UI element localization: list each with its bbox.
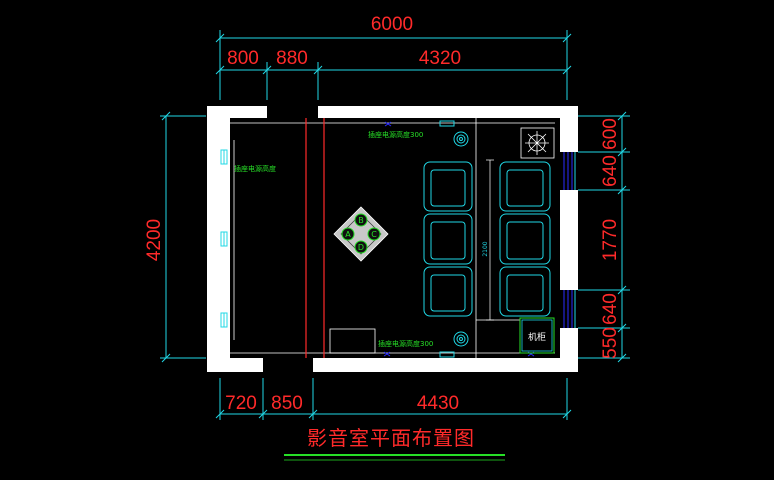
speaker-a-icon xyxy=(341,227,355,241)
note-socket-bottom: 插座电源高度300 xyxy=(378,339,433,348)
right-dimension-group: 600 640 1770 640 550 xyxy=(578,111,630,363)
dim-top-seg-2: 880 xyxy=(276,48,308,69)
dim-left-total: 4200 xyxy=(144,219,165,261)
left-dimension-group: 4200 xyxy=(144,111,206,363)
dim-bottom-seg-1: 720 xyxy=(225,393,257,414)
cabinet-label: 机柜 xyxy=(528,331,546,343)
seat-row-dimension: 2100 xyxy=(482,159,494,321)
seat-row-right xyxy=(499,161,551,317)
note-socket-left: 插座电源高度 xyxy=(234,164,276,173)
dim-right-seg-5: 550 xyxy=(600,327,621,359)
seat-row-left xyxy=(423,161,473,317)
seat-icon xyxy=(423,213,473,265)
plant-icon xyxy=(520,127,555,159)
dim-top-seg-3: 4320 xyxy=(419,48,461,69)
dim-right-seg-4: 640 xyxy=(600,293,621,325)
top-dimension-group: 6000 800 880 4320 xyxy=(215,14,572,100)
stage-box xyxy=(329,328,376,354)
speaker-c-icon xyxy=(367,227,381,241)
speaker-top-icon xyxy=(453,131,469,147)
speaker-c-label: C xyxy=(371,230,377,239)
dim-top-seg-1: 800 xyxy=(227,48,259,69)
window-openings xyxy=(562,152,576,328)
dim-bottom-seg-2: 850 xyxy=(271,393,303,414)
room-walls xyxy=(207,106,578,372)
seat-icon xyxy=(423,161,473,212)
bottom-dimension-group: 720 850 4430 xyxy=(215,378,572,420)
dim-right-seg-3: 1770 xyxy=(600,219,621,261)
left-wall-outlets xyxy=(220,149,228,328)
drawing-title: 影音室平面布置图 xyxy=(307,426,475,450)
speaker-d-icon xyxy=(354,240,368,254)
dim-right-seg-1: 600 xyxy=(600,118,621,150)
dim-bottom-seg-3: 4430 xyxy=(417,393,459,414)
seat-icon xyxy=(499,213,551,265)
speaker-bottom-icon xyxy=(453,331,469,347)
speaker-d-label: D xyxy=(358,243,364,252)
screen-lines xyxy=(305,118,325,358)
dim-right-seg-2: 640 xyxy=(600,155,621,187)
seat-icon xyxy=(423,266,473,317)
speaker-a-label: A xyxy=(345,230,351,239)
seat-icon xyxy=(499,161,551,212)
speaker-b-icon xyxy=(354,213,368,227)
speaker-array: B A C D xyxy=(333,206,389,262)
cabinet: 机柜 xyxy=(519,317,555,354)
dim-top-total: 6000 xyxy=(371,14,413,35)
note-socket-top: 插座电源高度300 xyxy=(368,130,423,139)
seat-icon xyxy=(499,266,551,317)
speaker-b-label: B xyxy=(358,216,364,225)
seat-row-dim-label: 2100 xyxy=(482,241,489,256)
